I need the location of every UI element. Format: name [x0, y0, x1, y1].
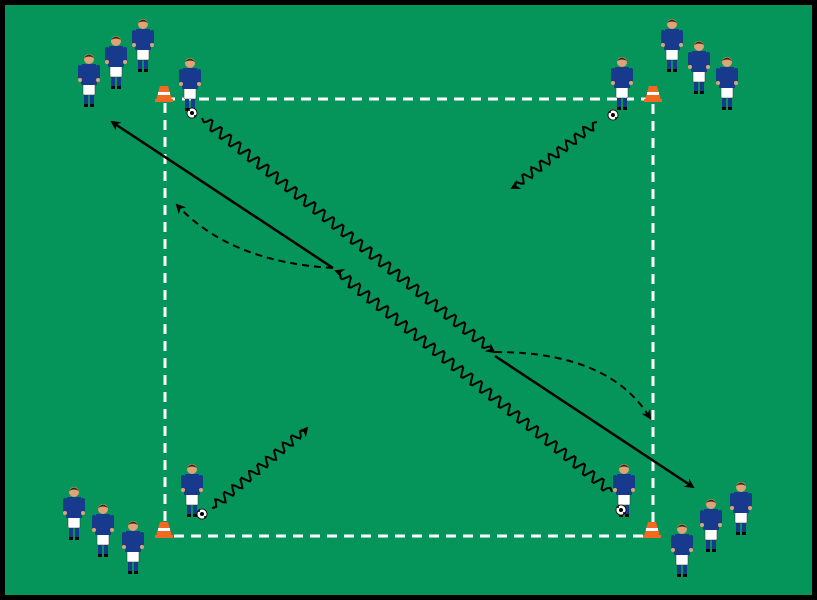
grid-boundary — [163, 97, 655, 538]
pitch-surface — [5, 5, 812, 595]
run-arrow-right — [494, 351, 652, 420]
pass-arrow-to-bottom-right — [494, 354, 695, 489]
dribble-arrow-bottom-left — [211, 426, 309, 509]
dribble-arrow-top-left-diagonal — [201, 117, 496, 354]
ball — [186, 107, 198, 119]
ball — [615, 504, 627, 516]
pass-arrow-to-top-left — [110, 120, 334, 270]
ball — [607, 109, 619, 121]
ball — [196, 508, 208, 520]
dribble-arrow-bottom-right-diagonal — [334, 268, 613, 493]
dribble-arrow-top-right — [510, 121, 598, 189]
